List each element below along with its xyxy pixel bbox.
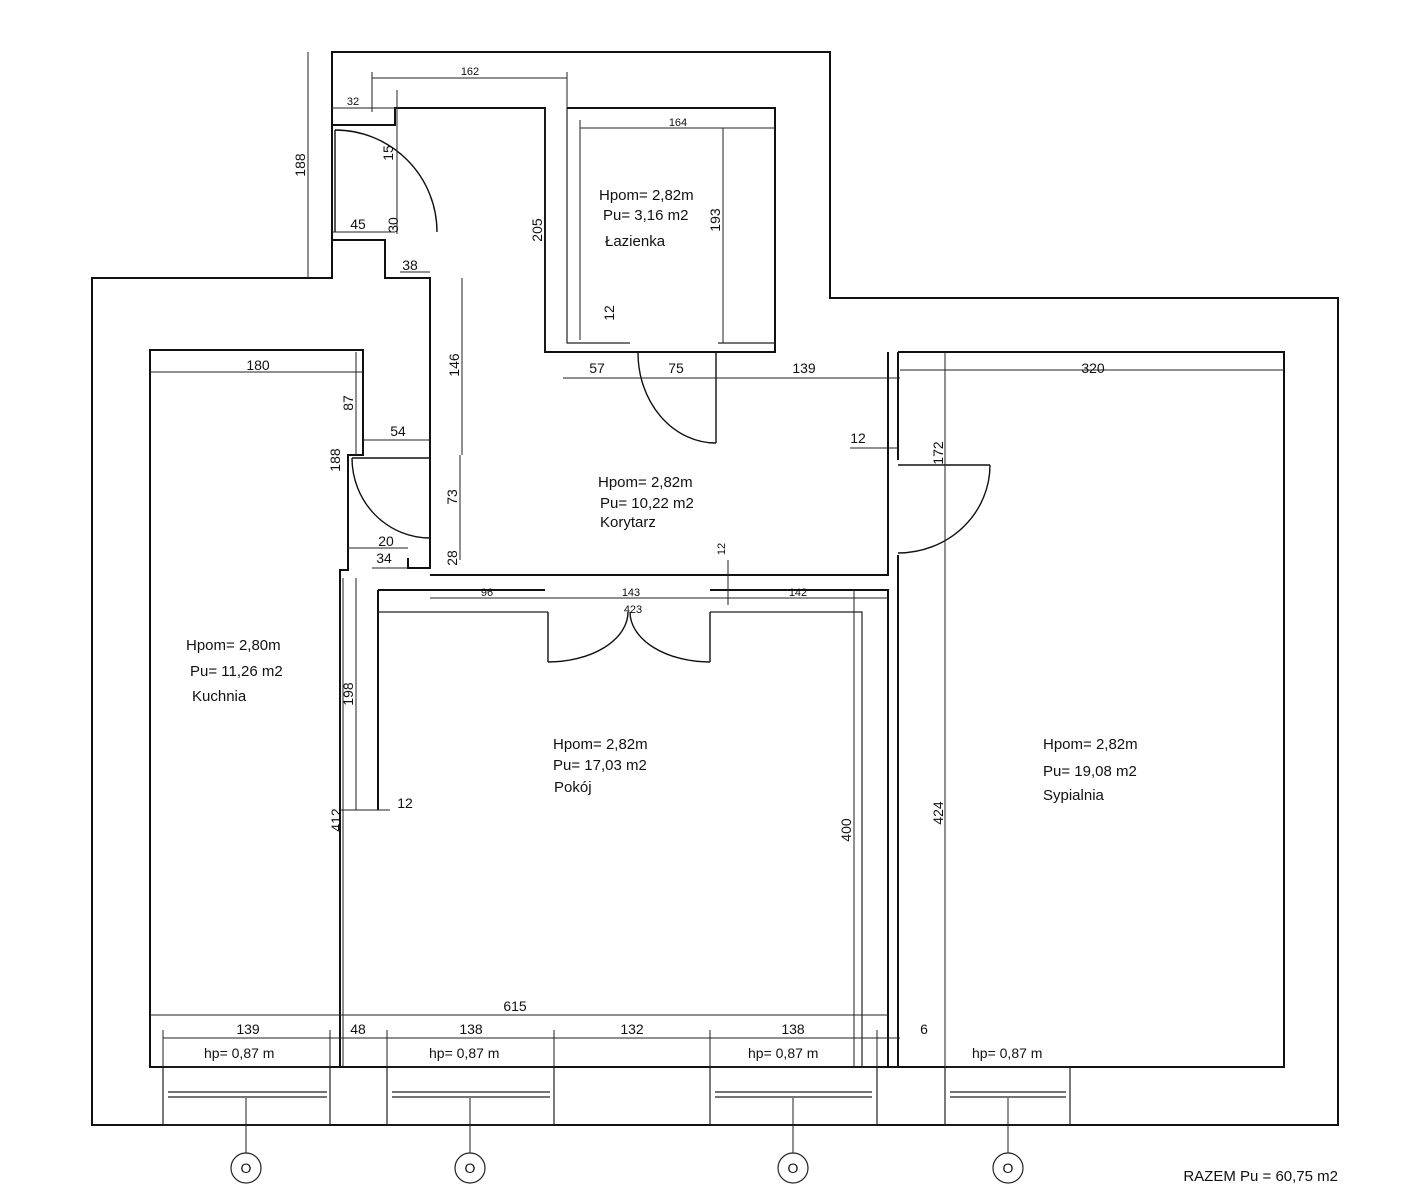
radiator-4: O [992, 1098, 1024, 1184]
lazienka-door [637, 351, 717, 444]
room-name: Korytarz [600, 514, 656, 531]
radiator-label: O [241, 1160, 252, 1176]
dim-text: 180 [246, 357, 270, 373]
dim-text: 162 [461, 66, 479, 78]
lazienka-inner [566, 108, 775, 344]
radiator-label: O [465, 1160, 476, 1176]
room-name: Sypialnia [1043, 787, 1105, 804]
dim-text: 132 [620, 1021, 644, 1037]
dim-text: 96 [481, 587, 493, 599]
dim-text: 139 [792, 360, 816, 376]
dim-text: 320 [1081, 360, 1105, 376]
pokoj-inner-wall-2 [378, 611, 863, 1067]
window-height-label: hp= 0,87 m [748, 1045, 818, 1061]
corridor-lower-wall [430, 352, 889, 576]
dim-text: 205 [529, 218, 545, 242]
dim-text: 146 [446, 353, 462, 377]
room-area: Pu= 10,22 m2 [600, 495, 694, 512]
sypialnia-door [897, 464, 991, 554]
dim-text: 138 [781, 1021, 805, 1037]
radiator-label: O [1003, 1160, 1014, 1176]
room-area: Pu= 17,03 m2 [553, 757, 647, 774]
dim-text: 87 [340, 395, 356, 411]
dim-text: 139 [236, 1021, 260, 1037]
dim-text: 188 [292, 153, 308, 177]
dim-text: 138 [459, 1021, 483, 1037]
dimension-lines [150, 52, 1284, 1067]
room-height: Hpom= 2,82m [553, 736, 648, 753]
dim-text: 54 [390, 423, 406, 439]
room-lazienka: Hpom= 2,82m Pu= 3,16 m2 Łazienka [599, 187, 694, 250]
dim-text: 12 [397, 795, 413, 811]
room-korytarz: Hpom= 2,82m Pu= 10,22 m2 Korytarz [598, 474, 694, 531]
dim-text: 615 [503, 998, 527, 1014]
dim-text: 30 [385, 217, 401, 233]
room-height: Hpom= 2,82m [1043, 736, 1138, 753]
dim-text: 57 [589, 360, 605, 376]
dim-text: 423 [624, 604, 642, 616]
dim-text: 412 [328, 808, 344, 832]
dim-text: 12 [850, 430, 866, 446]
window-height-label: hp= 0,87 m [429, 1045, 499, 1061]
dim-text: 400 [838, 818, 854, 842]
dim-text: 34 [376, 550, 392, 566]
dim-text: 32 [347, 96, 359, 108]
window-height-label: hp= 0,87 m [972, 1045, 1042, 1061]
dim-text: 188 [327, 448, 343, 472]
dim-text: 172 [930, 441, 946, 465]
dim-text: 15 [380, 145, 396, 161]
corridor-left-wall [331, 125, 431, 569]
dim-text: 198 [340, 682, 356, 706]
dim-text: 48 [350, 1021, 366, 1037]
kuchnia-door [351, 457, 431, 539]
dim-text: 424 [930, 801, 946, 825]
dim-text: 164 [669, 117, 687, 129]
room-name: Kuchnia [192, 688, 247, 705]
room-height: Hpom= 2,80m [186, 637, 281, 654]
dim-text: 75 [668, 360, 684, 376]
room-name: Łazienka [605, 233, 666, 250]
dim-text: 142 [789, 587, 807, 599]
room-area: Pu= 3,16 m2 [603, 207, 688, 224]
window-height-label: hp= 0,87 m [204, 1045, 274, 1061]
dim-text: 6 [920, 1021, 928, 1037]
room-pokoj: Hpom= 2,82m Pu= 17,03 m2 Pokój [553, 736, 648, 796]
room-area: Pu= 11,26 m2 [190, 663, 283, 680]
room-area: Pu= 19,08 m2 [1043, 763, 1137, 780]
radiator-label: O [788, 1160, 799, 1176]
dim-text: 38 [402, 257, 418, 273]
dim-text: 193 [707, 208, 723, 232]
radiator-2: O [454, 1098, 486, 1184]
dim-text: 28 [444, 550, 460, 566]
dim-text: 73 [444, 489, 460, 505]
radiator-1: O [230, 1098, 262, 1184]
room-kuchnia: Hpom= 2,80m Pu= 11,26 m2 Kuchnia [186, 637, 283, 705]
total-area: RAZEM Pu = 60,75 m2 [1183, 1168, 1338, 1185]
dim-text: 12 [601, 305, 617, 321]
room-sypialnia: Hpom= 2,82m Pu= 19,08 m2 Sypialnia [1043, 736, 1138, 804]
pokoj-inner-wall [377, 589, 889, 1067]
room-name: Pokój [554, 779, 592, 796]
dim-text: 143 [622, 587, 640, 599]
pokoj-double-door [547, 611, 711, 663]
dim-text: 45 [350, 216, 366, 232]
dim-text: 12 [716, 543, 728, 555]
entrance-door [334, 129, 438, 233]
room-height: Hpom= 2,82m [599, 187, 694, 204]
room-height: Hpom= 2,82m [598, 474, 693, 491]
radiator-3: O [777, 1098, 809, 1184]
dim-text: 20 [378, 533, 394, 549]
outer-wall [91, 51, 1339, 1126]
